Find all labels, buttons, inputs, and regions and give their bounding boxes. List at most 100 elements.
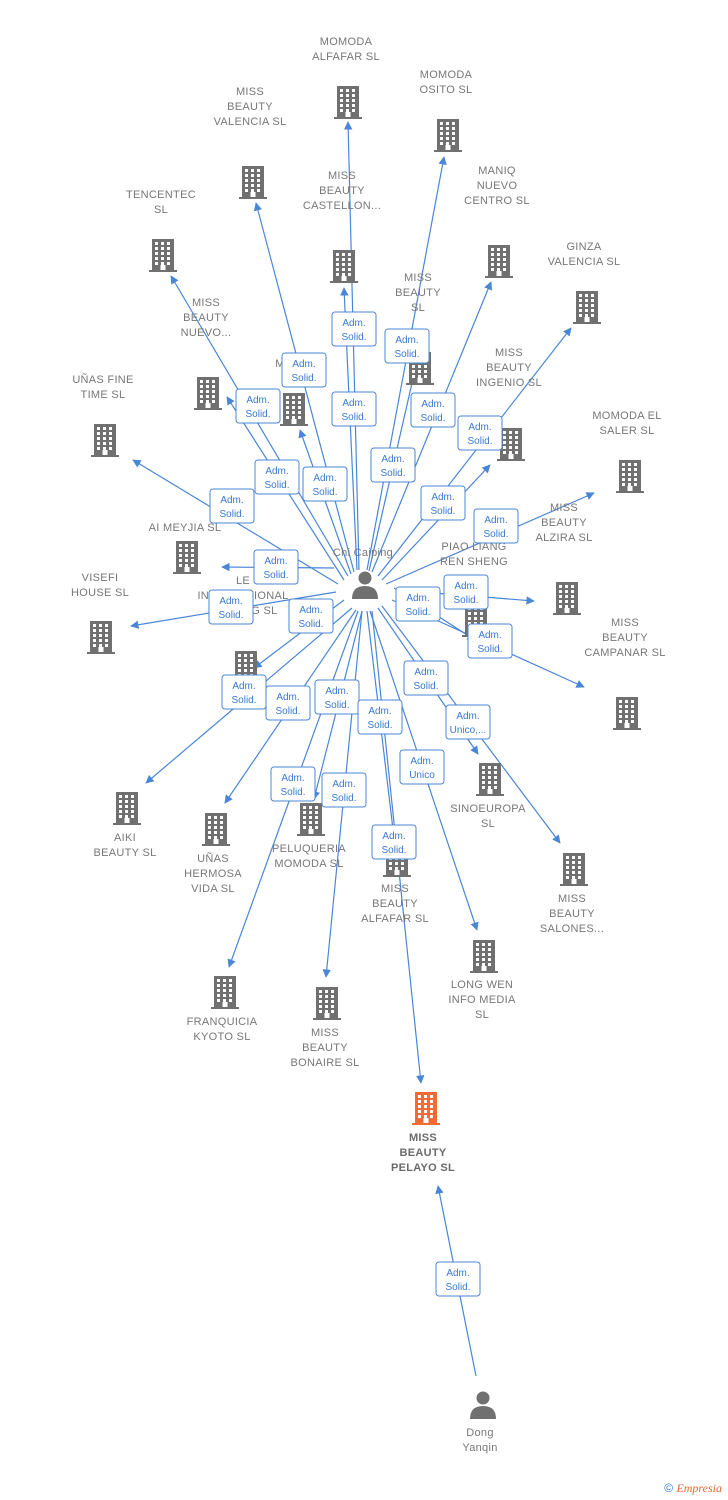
- edge-label-line: Solid.: [245, 409, 270, 420]
- company-label-line: BEAUTY: [302, 1042, 348, 1054]
- edge-label-line: Adm.: [431, 492, 454, 503]
- edge-line: [381, 464, 491, 581]
- edge-label-line: Adm.: [468, 422, 491, 433]
- brand-footer[interactable]: © Empresia: [664, 1481, 722, 1496]
- edge-label-line: Adm.: [446, 1268, 469, 1279]
- edge-label[interactable]: Adm.Solid.: [420, 485, 466, 521]
- company-label-line: BEAUTY: [183, 312, 229, 324]
- company-label-line: BONAIRE SL: [290, 1057, 359, 1069]
- company-label-line: BEAUTY SL: [93, 847, 156, 859]
- company-node[interactable]: MISSBEAUTYNUEVO...: [181, 297, 232, 410]
- company-label-line: MISS: [381, 883, 409, 895]
- edge-label[interactable]: Adm.Solid.: [235, 388, 281, 424]
- building-icon: [113, 792, 141, 825]
- edge-label[interactable]: Adm.Solid.: [209, 488, 255, 524]
- edge-label-line: Solid.: [219, 509, 244, 520]
- company-node[interactable]: AI MEYJIA SL: [149, 522, 222, 574]
- edge-label-line: Solid.: [467, 436, 492, 447]
- edge-label[interactable]: Adm.Solid.: [371, 824, 417, 860]
- company-label-line: MANIQ: [478, 165, 516, 177]
- company-label-line: SALER SL: [600, 425, 655, 437]
- edge-label-line: Adm.: [478, 630, 501, 641]
- edge-label[interactable]: Adm.Unico,...: [445, 704, 491, 740]
- edge-labels-layer: Adm. Solid. Adm. Solid. Adm. Solid. Adm. Solid.…: [208, 311, 519, 1297]
- edge-label[interactable]: Adm.Solid.: [221, 674, 267, 710]
- edge-label[interactable]: Adm.Solid.: [254, 459, 300, 495]
- edge-label[interactable]: Adm.Solid.: [331, 391, 377, 427]
- building-icon: [239, 166, 267, 199]
- edge-line: [377, 327, 572, 577]
- edge-line: [298, 429, 352, 575]
- edge-label[interactable]: Adm. Solid.: [435, 1261, 481, 1297]
- edge-label[interactable]: Adm.Solid.: [331, 311, 377, 347]
- edge-label[interactable]: Adm.Solid.: [384, 328, 430, 364]
- edge-label[interactable]: Adm.Solid.: [208, 589, 254, 625]
- edge-label[interactable]: Adm.Solid.: [265, 685, 311, 721]
- company-label-line: VIDA SL: [191, 883, 235, 895]
- building-icon: [560, 853, 588, 886]
- edge-label[interactable]: Adm.Solid.: [443, 574, 489, 610]
- company-label-line: PIAO LIANG: [441, 541, 506, 553]
- building-icon: [194, 377, 222, 410]
- edge-label[interactable]: Adm.Solid.: [270, 766, 316, 802]
- edge-label-line: Unico: [409, 770, 435, 781]
- edge-label-line: Solid.: [280, 787, 305, 798]
- edge-label-line: Solid.: [263, 570, 288, 581]
- edge-label[interactable]: Adm.Solid.: [467, 623, 513, 659]
- company-label-line: NUEVO...: [181, 327, 232, 339]
- edge-label[interactable]: Adm.Solid.: [410, 392, 456, 428]
- company-node[interactable]: MISSBEAUTYSALONES...: [540, 853, 604, 935]
- edge-label[interactable]: Adm.Unico: [399, 749, 445, 785]
- person-node[interactable]: Chi Caiping: [333, 547, 393, 599]
- edge-label-line: Unico,...: [450, 725, 487, 736]
- company-node[interactable]: MISSBEAUTYCASTELLON...: [303, 170, 381, 283]
- edge-label[interactable]: Adm. Solid.: [457, 415, 503, 451]
- edge-label[interactable]: Adm.Solid.: [357, 699, 403, 735]
- edge-label[interactable]: Adm.Solid.: [403, 660, 449, 696]
- edge-label-line: Adm.: [342, 318, 365, 329]
- company-label-line: ALFAFAR SL: [312, 51, 380, 63]
- edge-label[interactable]: Adm.Solid.: [395, 586, 441, 622]
- edge-label[interactable]: Adm.Solid.: [321, 772, 367, 808]
- company-label-line: GINZA: [566, 241, 601, 253]
- company-label-line: MISS: [558, 893, 586, 905]
- company-label-line: SL: [475, 1009, 489, 1021]
- edge-label[interactable]: Adm.Solid.: [473, 508, 519, 544]
- edge-label-line: Solid.: [367, 720, 392, 731]
- edge-label-line: Solid.: [445, 1282, 470, 1293]
- edge-label[interactable]: Adm.Solid.: [281, 352, 327, 388]
- company-label-line: UÑAS FINE: [72, 373, 133, 386]
- building-icon: [553, 582, 581, 615]
- edge-label[interactable]: Adm.Solid.: [370, 447, 416, 483]
- edge-label-line: Adm.: [219, 596, 242, 607]
- edge-label[interactable]: Adm.Solid.: [302, 466, 348, 502]
- edge-label[interactable]: Adm.Solid.: [253, 549, 299, 585]
- company-label-line: BEAUTY: [541, 517, 587, 529]
- edge-label[interactable]: Adm.Solid.: [314, 679, 360, 715]
- company-label-line: SL: [411, 302, 425, 314]
- edge-label-line: Adm.: [325, 686, 348, 697]
- edge-label[interactable]: Adm.Solid.: [288, 598, 334, 634]
- edge-label-line: Adm.: [313, 473, 336, 484]
